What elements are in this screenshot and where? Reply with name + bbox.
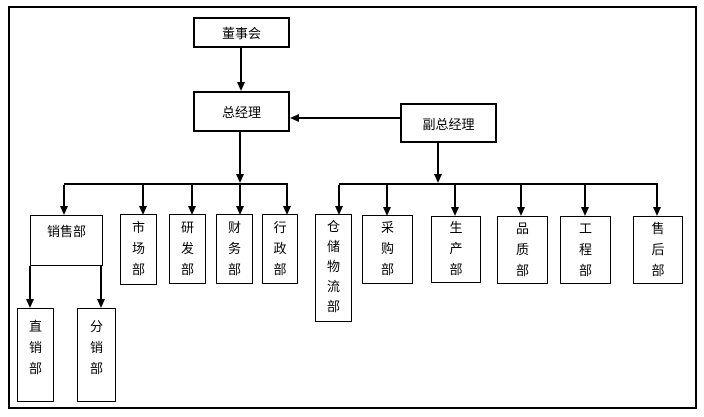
node-sales-dept: 销售部 xyxy=(30,215,103,266)
node-purchasing-dept: 采购部 xyxy=(362,215,413,284)
node-rd-dept-label: 研发部 xyxy=(180,220,194,278)
connector-bus-to-engineering xyxy=(584,185,586,207)
node-direct-sales-dept: 直销部 xyxy=(17,308,54,402)
arrowhead-dgm-to-gm xyxy=(290,114,299,122)
node-marketing-dept-label: 市场部 xyxy=(131,221,145,278)
arrowhead-bus-to-purchasing xyxy=(383,207,391,216)
node-general-manager: 总经理 xyxy=(193,91,290,132)
connector-gm-down xyxy=(239,132,241,175)
node-admin-dept-label: 行政部 xyxy=(273,220,287,278)
connector-dgm-down xyxy=(437,143,439,175)
arrowhead-dgm-down xyxy=(434,174,442,183)
connector-bus-to-purchasing xyxy=(386,185,388,207)
arrowhead-gm-down xyxy=(236,174,244,183)
node-warehouse-logistics-dept: 仓储物流部 xyxy=(315,214,352,322)
node-rd-dept: 研发部 xyxy=(169,214,206,284)
arrowhead-bus-to-engineering xyxy=(581,207,589,216)
connector-bus-to-finance xyxy=(239,185,241,206)
node-engineering-dept-label: 工程部 xyxy=(578,221,592,279)
node-after-sales-dept: 售后部 xyxy=(633,216,683,284)
connector-bus-to-quality xyxy=(520,185,522,207)
node-finance-dept: 财务部 xyxy=(216,214,253,284)
node-quality-dept: 品质部 xyxy=(497,216,548,284)
node-purchasing-dept-label: 采购部 xyxy=(380,221,394,278)
connector-bus-to-production xyxy=(454,185,456,207)
arrowhead-bus-to-warehouse xyxy=(335,206,343,215)
node-engineering-dept: 工程部 xyxy=(560,216,611,284)
arrowhead-bus-to-quality xyxy=(517,207,525,216)
arrowhead-bus-to-sales xyxy=(60,206,68,215)
node-production-dept: 生产部 xyxy=(431,216,481,283)
node-deputy-general-manager-label: 副总经理 xyxy=(422,117,475,133)
connector-board-to-gm xyxy=(240,48,242,83)
connector-gm-bus xyxy=(64,183,288,185)
diagram-border xyxy=(8,6,697,409)
node-sales-dept-label: 销售部 xyxy=(46,225,86,240)
node-finance-dept-label: 财务部 xyxy=(227,220,241,278)
connector-bus-to-rd xyxy=(191,185,193,206)
node-admin-dept: 行政部 xyxy=(262,214,298,284)
node-direct-sales-dept-label: 直销部 xyxy=(28,320,42,377)
node-general-manager-label: 总经理 xyxy=(221,106,261,121)
connector-sales-to-direct xyxy=(29,266,31,299)
node-warehouse-logistics-dept-label: 仓储物流部 xyxy=(326,220,340,315)
connector-bus-to-after-sales xyxy=(656,185,658,207)
connector-bus-to-warehouse xyxy=(338,185,340,206)
arrowhead-bus-to-marketing xyxy=(139,206,147,215)
node-board-of-directors-label: 董事会 xyxy=(221,27,261,42)
node-distribution-dept-label: 分销部 xyxy=(89,320,103,377)
connector-bus-to-sales xyxy=(63,185,65,206)
node-marketing-dept: 市场部 xyxy=(120,214,157,285)
arrowhead-bus-to-after-sales xyxy=(653,207,661,216)
arrowhead-bus-to-finance xyxy=(236,206,244,215)
node-production-dept-label: 生产部 xyxy=(449,221,463,278)
connector-dgm-bus xyxy=(339,183,658,185)
node-after-sales-dept-label: 售后部 xyxy=(651,221,665,279)
connector-dgm-to-gm xyxy=(299,117,400,119)
connector-sales-to-distribution xyxy=(100,266,102,299)
node-board-of-directors: 董事会 xyxy=(193,17,290,48)
connector-bus-to-admin xyxy=(286,185,288,206)
arrowhead-bus-to-admin xyxy=(283,206,291,215)
node-quality-dept-label: 品质部 xyxy=(515,221,529,279)
node-deputy-general-manager: 副总经理 xyxy=(400,103,497,143)
node-distribution-dept: 分销部 xyxy=(77,308,116,402)
arrowhead-board-to-gm xyxy=(237,82,245,91)
arrowhead-bus-to-rd xyxy=(188,206,196,215)
arrowhead-sales-to-distribution xyxy=(97,299,105,308)
connector-bus-to-marketing xyxy=(142,185,144,206)
arrowhead-bus-to-production xyxy=(451,207,459,216)
arrowhead-sales-to-direct xyxy=(26,299,34,308)
